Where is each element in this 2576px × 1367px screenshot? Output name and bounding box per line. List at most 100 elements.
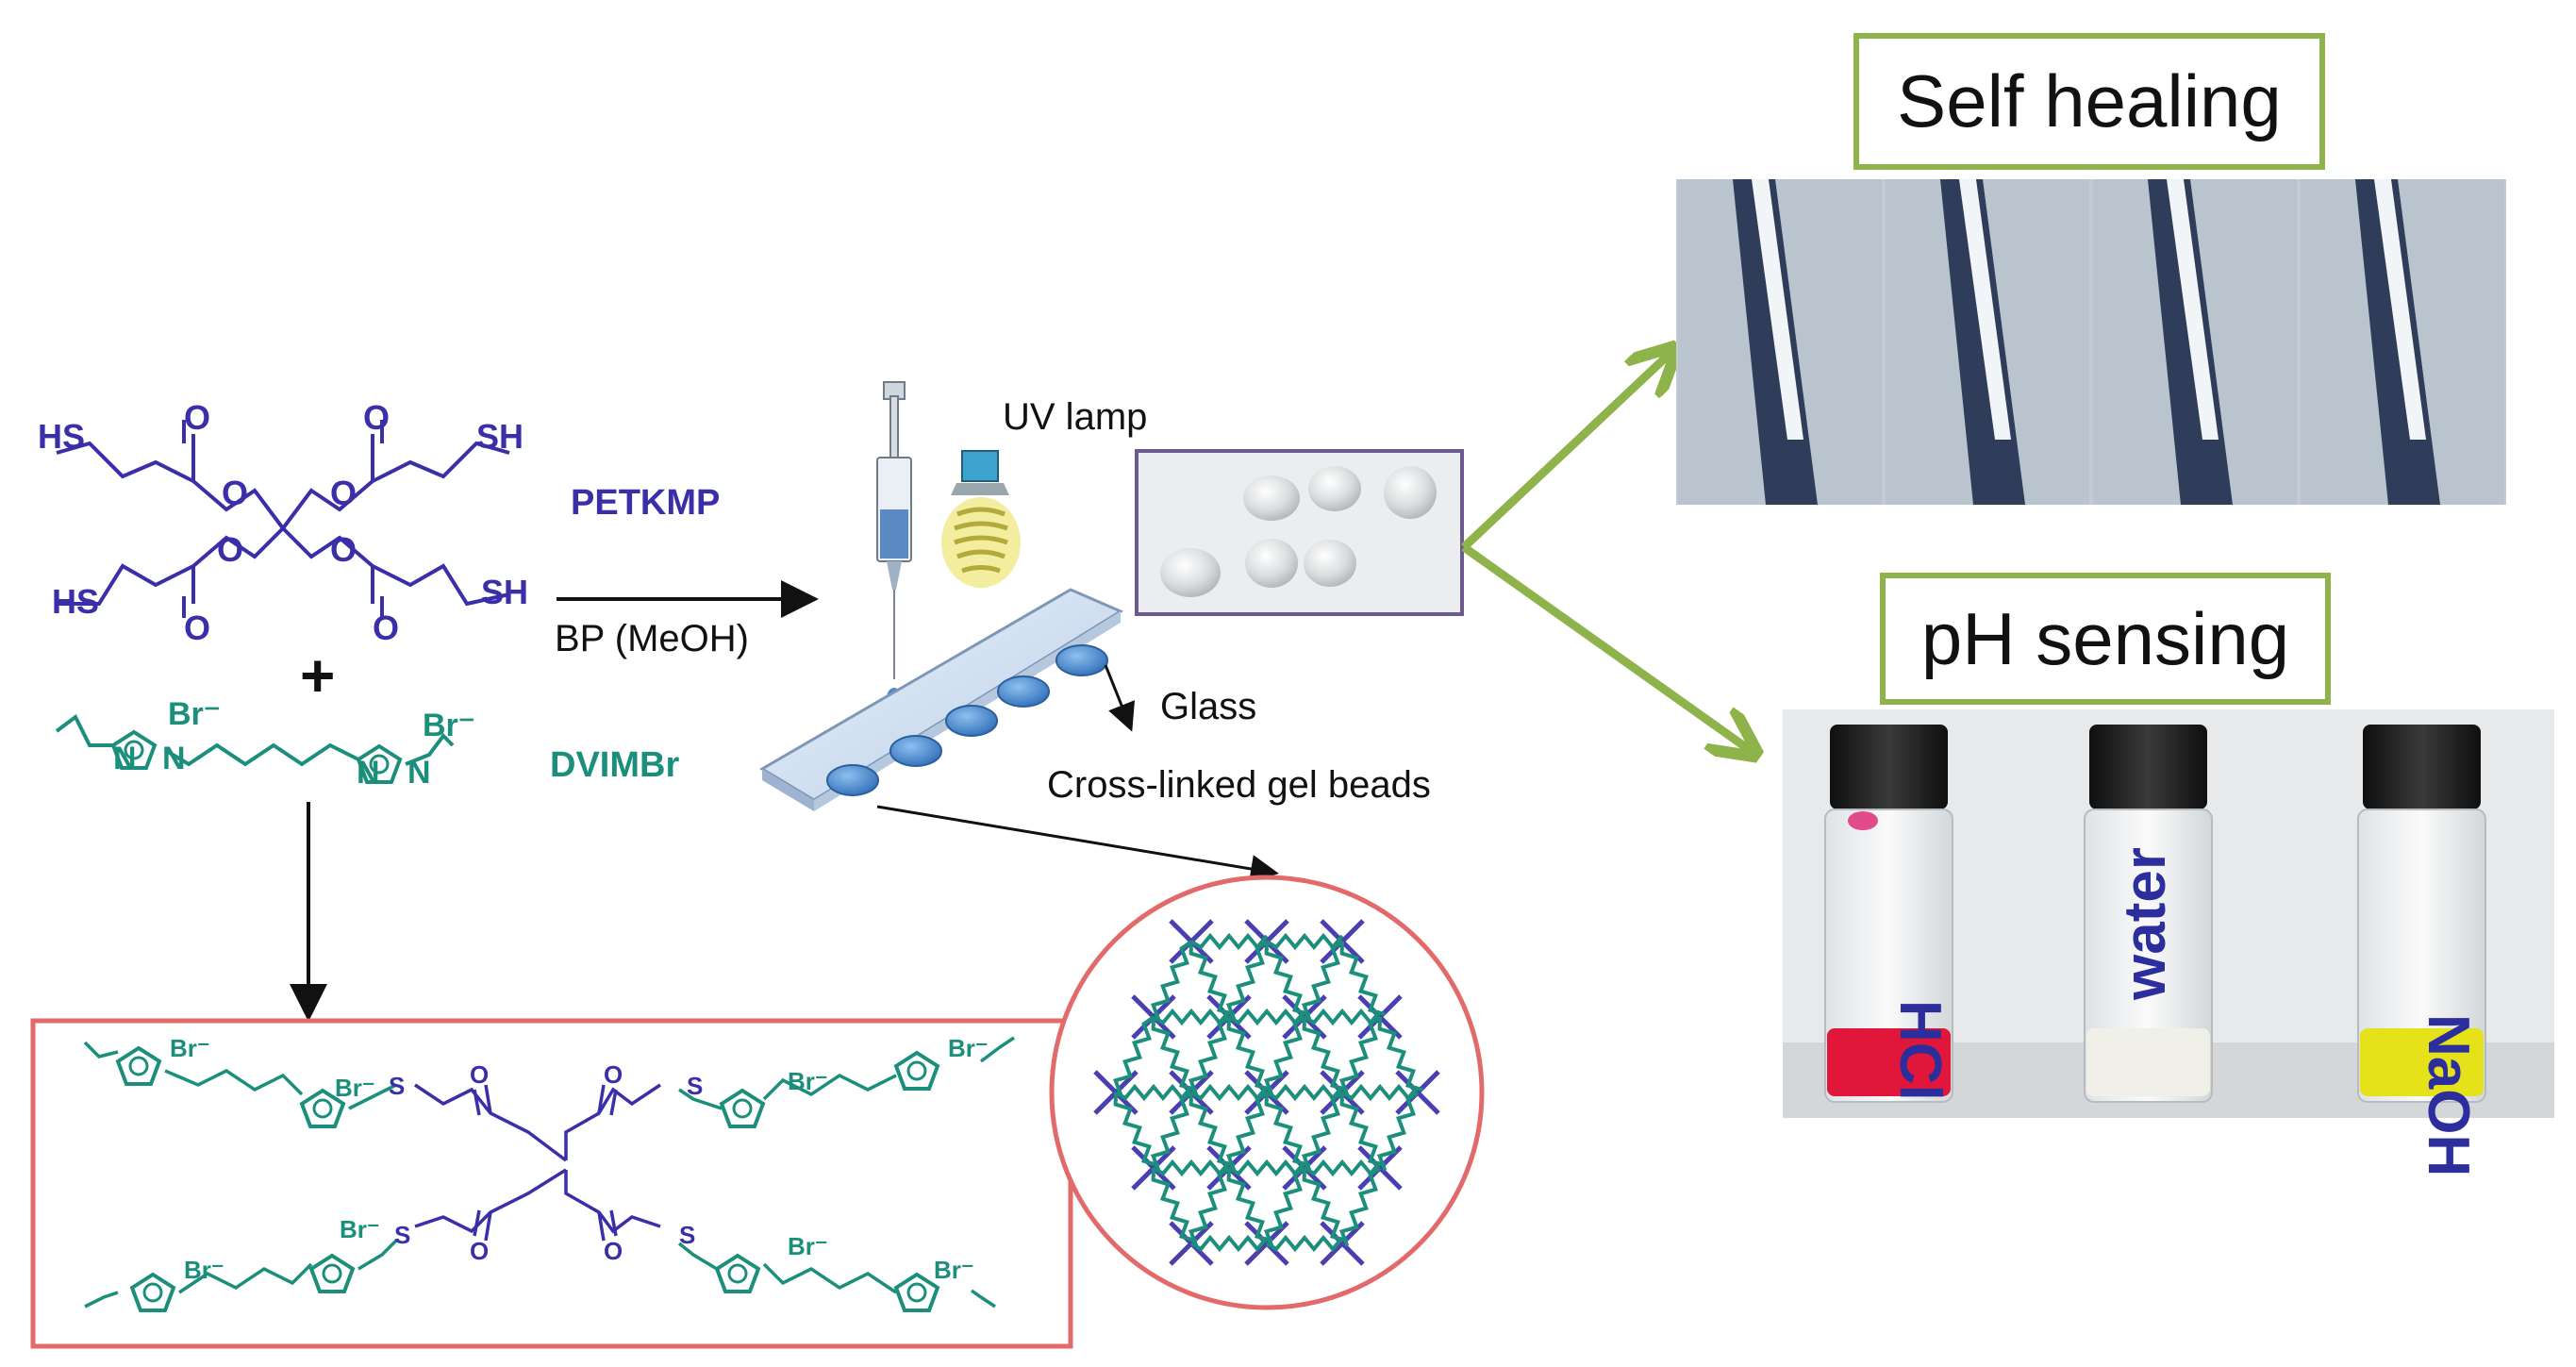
crosslink-chain <box>1152 1159 1231 1177</box>
dvimbr-n-1: N <box>113 741 137 776</box>
crack-highlight <box>2167 179 2219 440</box>
vial-hcl: HCl <box>1824 725 1953 1103</box>
crack-highlight <box>1959 179 2011 440</box>
self-healing-title: Self healing <box>1897 59 2282 142</box>
sh-label-2: SH <box>481 573 528 611</box>
ph-sensing-title-box: pH sensing <box>1880 573 2331 705</box>
crosslink-chain <box>1227 1008 1306 1026</box>
product-core <box>414 1083 661 1242</box>
hs-label-2: HS <box>52 582 99 621</box>
product-atom-labels: S S S S O O O O Br⁻ Br⁻ Br⁻ Br⁻ Br⁻ Br⁻ … <box>170 1034 989 1284</box>
product-box <box>30 1018 1073 1349</box>
self-healing-micrographs <box>1676 179 2506 505</box>
crosslink-node <box>1320 1221 1365 1266</box>
crosslink-chain <box>1226 1091 1269 1172</box>
crosslink-chain <box>1264 1015 1306 1096</box>
o-label-2: O <box>363 398 390 437</box>
o-label-3: O <box>184 608 210 647</box>
product-structure <box>83 1036 1015 1312</box>
gel-beads-on-slide <box>826 644 1108 796</box>
self-healing-title-box: Self healing <box>1853 33 2325 170</box>
syringe <box>876 381 912 709</box>
arrow-to-ph-sensing <box>1461 543 1750 750</box>
dvimbr-n-4: N <box>407 755 431 791</box>
crosslink-chain <box>1377 1016 1423 1092</box>
crosslink-chain <box>1151 1016 1197 1092</box>
crosslink-chain <box>1113 1015 1155 1096</box>
o-label-5: O <box>222 474 248 512</box>
o-label-4: O <box>373 608 399 647</box>
glass-pointer <box>1104 664 1136 732</box>
crosslink-chain <box>1339 1166 1382 1247</box>
crosslink-chain <box>1340 1083 1420 1102</box>
o-label-8: O <box>330 530 357 569</box>
product-s-3: S <box>394 1221 410 1249</box>
crosslink-chain <box>1264 1092 1310 1168</box>
crosslink-chain <box>1226 940 1269 1021</box>
dvimbr-br-2: Br⁻ <box>423 708 475 743</box>
dvimbr-n-3: N <box>357 755 380 791</box>
crosslink-chain <box>1114 1083 1193 1102</box>
beads-label: Cross-linked gel beads <box>1047 764 1431 806</box>
crosslink-chain <box>1189 932 1269 951</box>
crosslink-chain <box>1339 941 1386 1017</box>
crosslink-chain <box>1302 1167 1348 1243</box>
crosslink-chain <box>1188 1166 1231 1247</box>
vial-hcl-label: HCl <box>1887 1000 1953 1101</box>
crosslink-chain <box>1265 1234 1344 1253</box>
crosslink-chain <box>1339 1092 1386 1168</box>
product-br-6: Br⁻ <box>340 1215 380 1243</box>
dvimbr-br-1: Br⁻ <box>168 696 221 732</box>
crosslink-chain <box>1302 1091 1344 1172</box>
crosslink-chain <box>1265 932 1344 951</box>
dvimbr-n-2: N <box>162 741 186 776</box>
product-o-1: O <box>470 1060 489 1089</box>
product-o-3: O <box>470 1237 489 1265</box>
crosslink-chain <box>1265 1083 1344 1102</box>
uv-lamp-icon <box>941 450 1021 588</box>
product-br-7: Br⁻ <box>788 1232 828 1260</box>
crosslink-chain <box>1189 1234 1269 1253</box>
crosslink-chain <box>1226 1167 1272 1243</box>
network-zoom <box>1049 875 1485 1310</box>
ph-sensing-title: pH sensing <box>1920 596 2290 680</box>
crosslink-chain <box>1151 1167 1197 1243</box>
glass-label: Glass <box>1160 686 1256 727</box>
crosslink-chain <box>1226 1016 1272 1092</box>
product-o-4: O <box>604 1237 623 1265</box>
arrow-to-self-healing <box>1460 354 1670 551</box>
crack-highlight <box>1752 179 1803 440</box>
crosslink-chain <box>1188 1015 1231 1096</box>
product-s-2: S <box>687 1072 703 1100</box>
crosslink-chain <box>1264 941 1310 1017</box>
vial-naoh-label: NaOH <box>2416 1014 2481 1176</box>
vial-water: water <box>2084 725 2213 1103</box>
o-label-7: O <box>217 530 243 569</box>
crosslink-chain <box>1152 1008 1231 1026</box>
crosslink-chain <box>1151 940 1193 1021</box>
dvimbr-label: DVIMBr <box>550 745 679 785</box>
crack-highlight <box>2374 179 2426 440</box>
crosslink-chain <box>1377 1091 1420 1172</box>
product-br-2: Br⁻ <box>335 1074 375 1102</box>
plus-sign: + <box>300 642 335 709</box>
crosslink-chain <box>1188 941 1235 1017</box>
o-label-6: O <box>330 474 357 512</box>
sh-label-1: SH <box>476 417 524 456</box>
petkmp-structure <box>56 420 510 618</box>
crosslink-chain <box>1302 1016 1348 1092</box>
crosslink-chain <box>1339 1015 1382 1096</box>
crosslink-chain <box>1264 1166 1306 1247</box>
vial-water-label: water <box>2113 847 2178 1001</box>
crosslink-chain <box>1151 1091 1193 1172</box>
product-br-8: Br⁻ <box>934 1256 974 1284</box>
product-br-3: Br⁻ <box>788 1067 828 1095</box>
crosslink-chain <box>1303 1159 1382 1177</box>
product-s-1: S <box>389 1072 405 1100</box>
crosslink-chain <box>1113 1092 1159 1168</box>
product-br-1: Br⁻ <box>170 1034 210 1062</box>
product-o-2: O <box>604 1060 623 1089</box>
zoom-arrow <box>876 805 1279 883</box>
